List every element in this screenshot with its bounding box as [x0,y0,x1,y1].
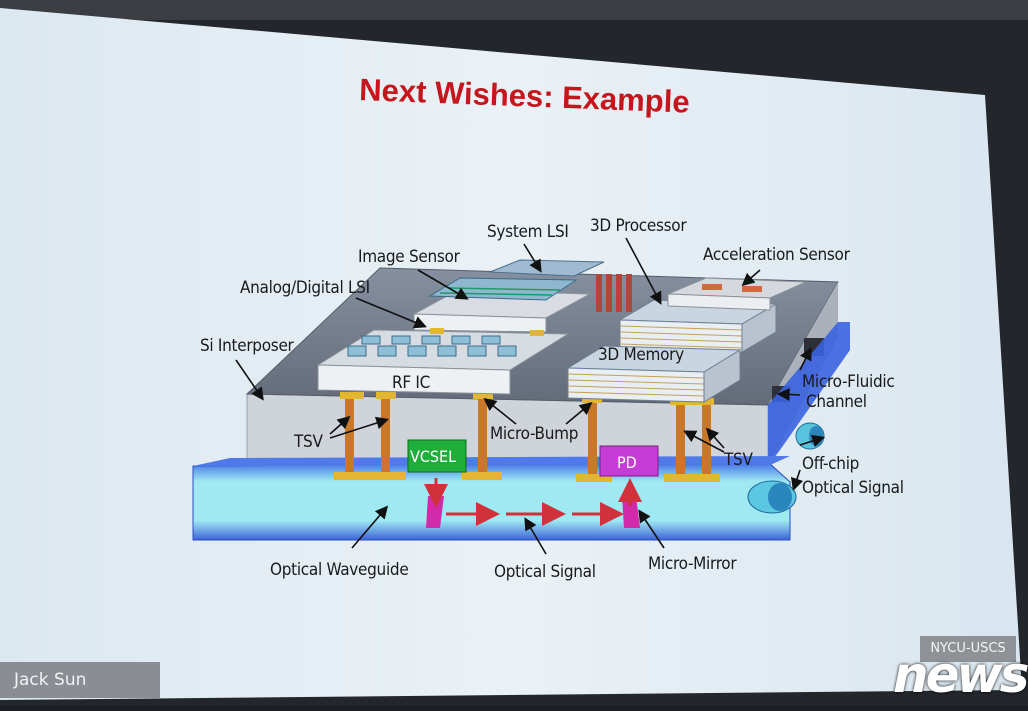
tsv-pillar [345,398,354,474]
label-rf-ic: RF IC [392,373,430,393]
bump-pad [376,392,396,399]
label-3d-processor: 3D Processor [590,216,687,236]
bump-pad [340,392,364,399]
label-pd: PD [617,453,637,472]
bump-pad [372,472,406,480]
label-micro-fluidic: Micro-Fluidic [802,372,895,392]
bump-pad [664,474,720,482]
bump-pad [473,392,493,399]
label-image-sensor: Image Sensor [358,247,460,267]
tsv-pillar [702,404,711,476]
acceleration-sensor-front [667,293,771,311]
label-off-chip-optical-signal: Optical Signal [802,478,904,498]
bump-pad [576,474,612,482]
label-tsv-left: TSV [294,432,323,452]
rf-ic-cells [347,335,517,357]
label-si-interposer: Si Interposer [200,336,294,356]
tsv-pillar [676,404,685,476]
label-micro-mirror: Micro-Mirror [648,554,737,574]
optical-signal-arrows [424,478,642,526]
bump-pad [430,328,444,334]
bump-pad [582,396,602,403]
label-vcsel: VCSEL [410,447,457,466]
vcsel-block [407,439,467,473]
label-channel: Channel [806,392,867,412]
rf-ic-front [317,364,511,395]
label-optical-waveguide: Optical Waveguide [270,560,409,580]
label-micro-bump: Micro-Bump [490,424,579,444]
tsv-pillar [588,402,597,476]
label-analog-digital-lsi: Analog/Digital LSI [240,278,370,298]
label-3d-memory: 3D Memory [598,345,684,365]
tsv-pillar [381,398,390,474]
system-lsi [489,259,605,277]
acceleration-sensor-cells [702,284,762,292]
tsv-pillar [478,398,487,474]
side-rail [768,322,850,466]
ceiling [0,0,1028,20]
bump-pad [462,472,502,480]
fluidic-fiber-end [809,426,823,446]
author-tag: Jack Sun [0,662,160,698]
affiliation-tag: NYCU-USCS [920,636,1016,662]
bump-pad [530,330,544,336]
leader-lines [235,237,826,555]
bump-pad [334,472,382,480]
label-acceleration-sensor: Acceleration Sensor [703,245,850,265]
heat-fins [596,274,632,312]
label-system-lsi: System LSI [487,222,569,242]
micro-mirror-right [622,496,640,528]
pd-block [599,445,659,477]
off-chip-fiber-end [768,483,792,511]
label-optical-signal: Optical Signal [494,562,596,582]
label-tsv-right: TSV [724,450,753,470]
news-logo: news [893,646,1028,704]
label-off-chip: Off-chip [802,454,860,474]
memory-stack [566,345,742,403]
